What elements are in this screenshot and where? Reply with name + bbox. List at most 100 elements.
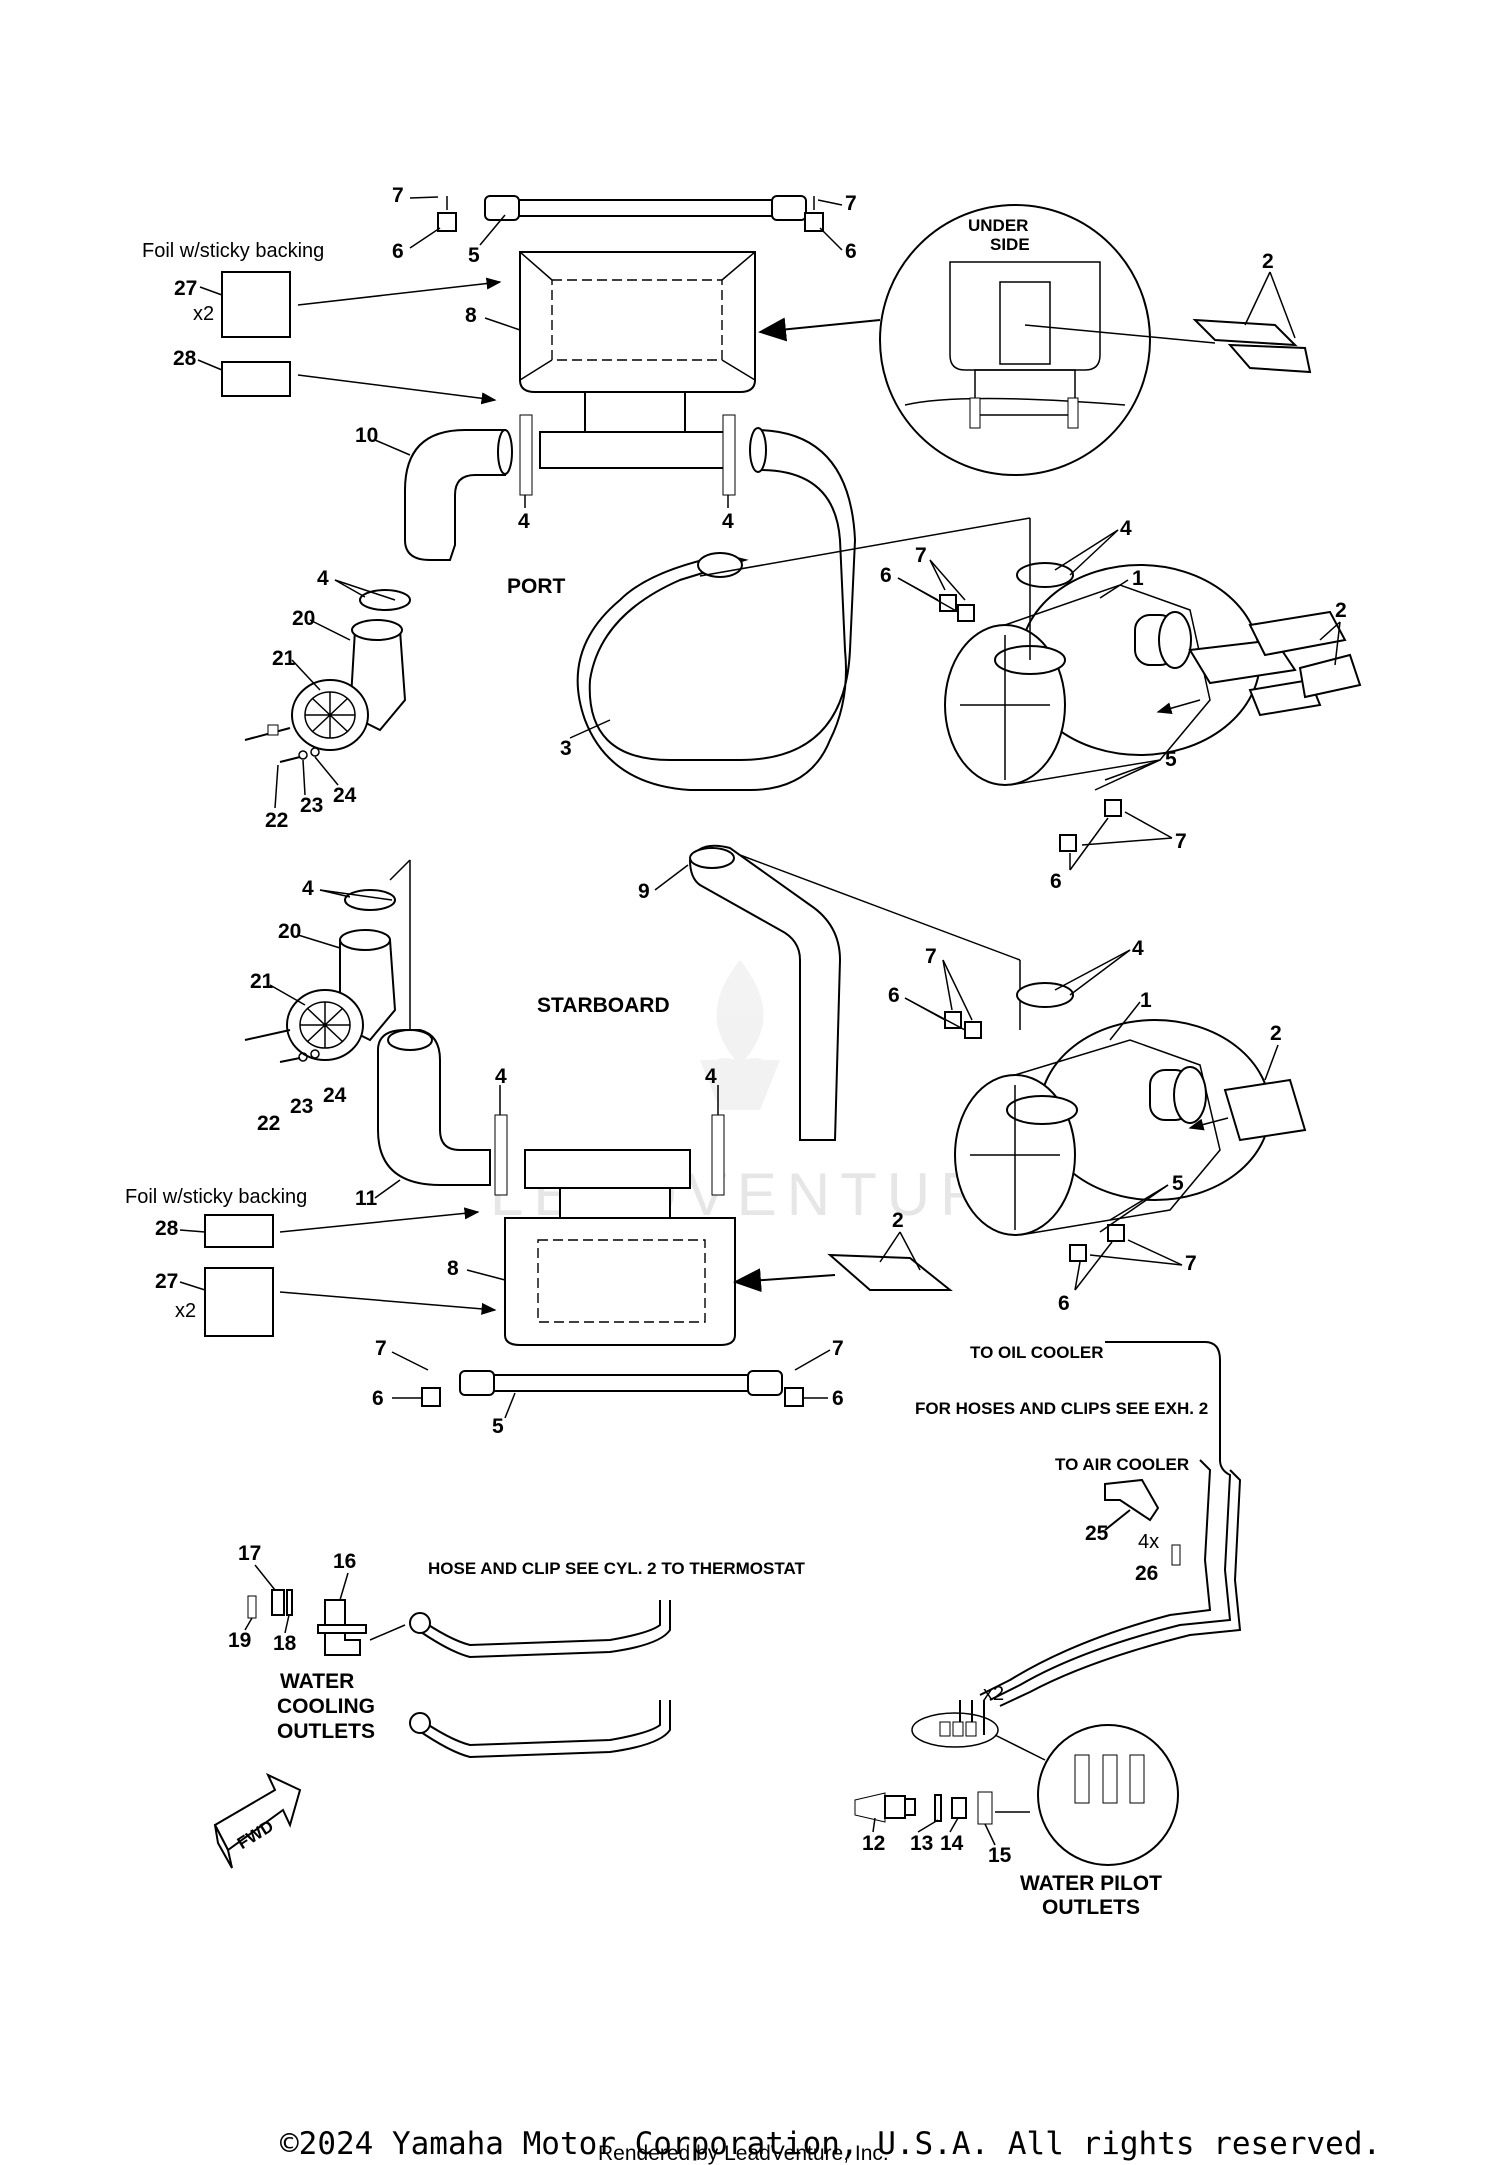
callout-1: 1 bbox=[1140, 989, 1152, 1012]
callout-9: 9 bbox=[638, 880, 650, 903]
silencer-box-bottom bbox=[504, 1149, 736, 1346]
fitting-12 bbox=[854, 1792, 916, 1823]
clip-top-right bbox=[804, 196, 824, 232]
callout-27: 27 bbox=[174, 277, 197, 300]
oil-cooler-line bbox=[979, 1341, 1242, 1707]
callout-1: 1 bbox=[1132, 567, 1144, 590]
foil-27-bottom bbox=[204, 1267, 274, 1337]
callout-19: 19 bbox=[228, 1629, 251, 1652]
multiplier-x2-foil-top: x2 bbox=[193, 303, 214, 325]
fitting-15 bbox=[977, 1791, 993, 1825]
callout-4: 4 bbox=[722, 510, 734, 533]
foil-top-label: Foil w/sticky backing bbox=[142, 240, 324, 262]
callout-7: 7 bbox=[925, 945, 937, 968]
multiplier-x2-foil-bottom: x2 bbox=[175, 1300, 196, 1322]
water-pilot-detail bbox=[1037, 1724, 1179, 1866]
clip-top-left bbox=[437, 196, 457, 232]
callout-5: 5 bbox=[468, 244, 480, 267]
note-to-air-cooler: TO AIR COOLER bbox=[1055, 1455, 1189, 1474]
pad-2-top bbox=[1192, 318, 1312, 374]
callout-7: 7 bbox=[1175, 830, 1187, 853]
callout-21: 21 bbox=[272, 647, 296, 670]
callout-13: 13 bbox=[910, 1832, 933, 1855]
watermark-flame-logo bbox=[700, 960, 780, 1110]
callout-4: 4 bbox=[302, 877, 314, 900]
clip-bottom-right bbox=[784, 1387, 804, 1407]
foil-bottom-label: Foil w/sticky backing bbox=[125, 1186, 307, 1208]
callout-4: 4 bbox=[317, 567, 329, 590]
washer-13 bbox=[934, 1794, 942, 1822]
pad-2-bottom-box bbox=[827, 1253, 953, 1291]
under-side-label-2: SIDE bbox=[990, 235, 1030, 254]
strap-top bbox=[484, 195, 807, 221]
callout-20: 20 bbox=[292, 607, 315, 630]
callout-8: 8 bbox=[447, 1257, 459, 1280]
callout-20: 20 bbox=[278, 920, 301, 943]
callout-6: 6 bbox=[372, 1387, 384, 1410]
air-filter-starboard bbox=[954, 1019, 1271, 1236]
callout-6: 6 bbox=[1058, 1292, 1070, 1315]
clip-port-upper-1 bbox=[939, 594, 957, 612]
callout-10: 10 bbox=[355, 424, 378, 447]
clip-stbd-lower-2 bbox=[1107, 1224, 1125, 1242]
note-hoses-clips: FOR HOSES AND CLIPS SEE EXH. 2 bbox=[915, 1399, 1208, 1418]
stake-4-port-left bbox=[519, 414, 533, 496]
callout-26: 26 bbox=[1135, 1562, 1158, 1585]
stake-4-stbd-left bbox=[494, 1114, 508, 1196]
note-hose-clip-thermostat: HOSE AND CLIP SEE CYL. 2 TO THERMOSTAT bbox=[428, 1559, 805, 1578]
callout-23: 23 bbox=[300, 794, 323, 817]
bracket-25 bbox=[1104, 1478, 1160, 1522]
callout-7: 7 bbox=[375, 1337, 387, 1360]
callout-28: 28 bbox=[173, 347, 197, 370]
stake-4-stbd-right bbox=[711, 1114, 725, 1196]
callout-27: 27 bbox=[155, 1270, 178, 1293]
clip-port-lower-1 bbox=[1059, 834, 1077, 852]
clip-port-upper-2 bbox=[957, 604, 975, 622]
thermostat-hose-2 bbox=[409, 1700, 671, 1759]
note-to-oil-cooler: TO OIL COOLER bbox=[970, 1343, 1104, 1362]
foil-28-bottom bbox=[204, 1214, 274, 1248]
callout-16: 16 bbox=[333, 1550, 356, 1573]
hose-11 bbox=[377, 1029, 491, 1186]
clip-stbd-lower-1 bbox=[1069, 1244, 1087, 1262]
callout-6: 6 bbox=[392, 240, 404, 263]
callout-4: 4 bbox=[495, 1065, 507, 1088]
callout-11: 11 bbox=[355, 1187, 378, 1210]
callout-8: 8 bbox=[465, 304, 477, 327]
callout-25: 25 bbox=[1085, 1522, 1109, 1545]
multiplier-x2-pilot: x2 bbox=[983, 1683, 1004, 1705]
callout-2: 2 bbox=[1270, 1022, 1282, 1045]
screws-port bbox=[244, 724, 320, 763]
callout-21: 21 bbox=[250, 970, 274, 993]
callout-6: 6 bbox=[845, 240, 857, 263]
callout-4: 4 bbox=[1132, 937, 1144, 960]
hose-9 bbox=[688, 844, 842, 1141]
callout-22: 22 bbox=[265, 809, 288, 832]
under-side-label-1: UNDER bbox=[968, 216, 1028, 235]
callout-7: 7 bbox=[392, 184, 404, 207]
callout-18: 18 bbox=[273, 1632, 297, 1655]
washer-18 bbox=[286, 1589, 293, 1616]
callout-7: 7 bbox=[915, 544, 927, 567]
callout-28: 28 bbox=[155, 1217, 179, 1240]
callout-6: 6 bbox=[880, 564, 892, 587]
thermostat-hose-1 bbox=[409, 1600, 671, 1659]
port-label: PORT bbox=[507, 575, 566, 598]
callout-24: 24 bbox=[323, 1084, 347, 1107]
callout-14: 14 bbox=[940, 1832, 964, 1855]
callout-6: 6 bbox=[832, 1387, 844, 1410]
pads-2-port bbox=[1188, 610, 1362, 717]
starboard-label: STARBOARD bbox=[537, 994, 670, 1017]
flame-arrestor-21-port bbox=[291, 679, 369, 751]
screws-stbd bbox=[244, 1029, 320, 1063]
multiplier-4x: 4x bbox=[1138, 1531, 1159, 1553]
hose-10 bbox=[404, 429, 513, 561]
foil-27-top bbox=[221, 271, 291, 338]
callout-4: 4 bbox=[705, 1065, 717, 1088]
callout-7: 7 bbox=[845, 192, 857, 215]
callout-22: 22 bbox=[257, 1112, 280, 1135]
hose-3 bbox=[576, 427, 857, 791]
silencer-box-top bbox=[519, 251, 756, 469]
callout-3: 3 bbox=[560, 737, 572, 760]
